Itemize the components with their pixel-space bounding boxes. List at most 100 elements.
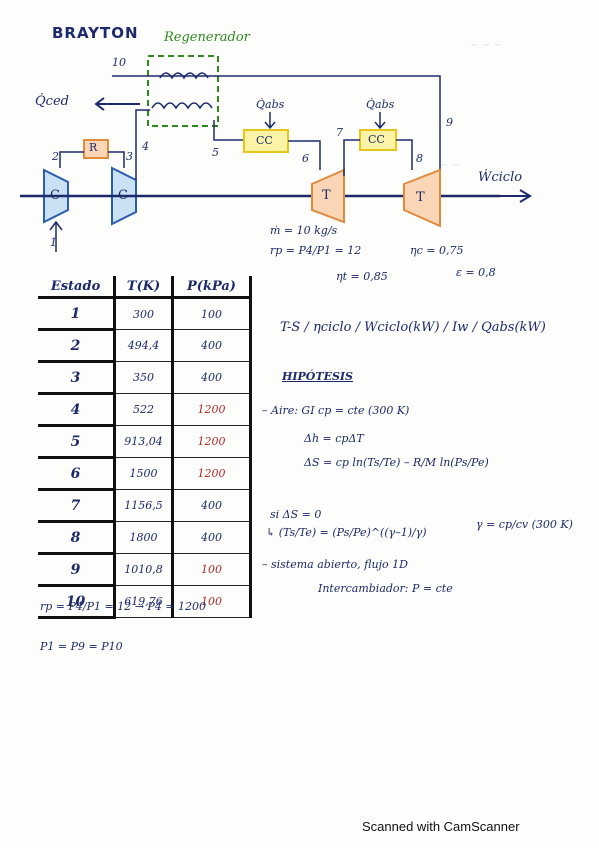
combustor-2-label: CC: [368, 133, 385, 146]
heat-absorbed-label-2: Q̇abs: [366, 98, 395, 111]
state-number: 8: [38, 521, 115, 555]
temperature-value: 1010,8: [113, 553, 173, 586]
table-row: 4 522 1200: [38, 393, 253, 427]
state-number: 6: [38, 457, 115, 491]
regenerator-coil-bottom: [151, 102, 213, 110]
pressure-value: 100: [170, 297, 253, 330]
pressure-equality-note: P1 = P9 = P10: [40, 640, 123, 653]
state-number: 9: [38, 553, 115, 587]
temperature-value: 1156,5: [113, 489, 173, 522]
flow-line-4: [135, 109, 150, 180]
column-header: T(K): [113, 276, 173, 299]
state-label: 8: [416, 152, 423, 165]
regenerator-box: [147, 55, 219, 127]
table-header-row: Estado T(K) P(kPa): [38, 276, 253, 299]
turbine-1-label: T: [322, 188, 331, 203]
regenerator-label: Regenerador: [164, 30, 250, 45]
flow-line-10: [112, 75, 441, 184]
pressure-value: 1200: [170, 457, 253, 490]
state-label: 7: [336, 126, 343, 139]
hypothesis-line: – sistema abierto, flujo 1D: [262, 558, 408, 571]
compressor-efficiency: ηc = 0,75: [410, 244, 464, 257]
intercooler-label: R: [89, 141, 98, 154]
hypothesis-line: ΔS = cp ln(Ts/Te) – R/M ln(Ps/Pe): [304, 456, 489, 469]
scanner-watermark: Scanned with CamScanner: [362, 819, 520, 834]
pressure-value: 400: [170, 521, 253, 554]
state-label: 4: [142, 140, 149, 153]
requested-quantities: T-S / ηciclo / Wciclo(kW) / Iw / Qabs(kW…: [280, 320, 546, 335]
temperature-value: 350: [113, 361, 173, 394]
state-number: 1: [38, 297, 115, 331]
state-table: Estado T(K) P(kPa) 1 300 100 2 494,4 400…: [38, 276, 253, 619]
turbine-2: [403, 168, 441, 228]
hypothesis-line: Δh = cpΔT: [304, 432, 364, 445]
state-number: 2: [38, 329, 115, 363]
intercooler-box: [83, 139, 109, 159]
hypothesis-line: – Aire: GI cp = cte (300 K): [262, 404, 410, 417]
flow-line-5: [213, 120, 244, 141]
table-row: 9 1010,8 100: [38, 553, 253, 587]
heat-out-arrow: [94, 97, 140, 111]
regenerator-coil-top: [159, 72, 209, 80]
column-header: P(kPa): [170, 276, 253, 299]
state-label: 9: [446, 116, 453, 129]
compressor-2-label: C: [118, 188, 128, 203]
table-row: 2 494,4 400: [38, 329, 253, 363]
table-row: 3 350 400: [38, 361, 253, 395]
temperature-value: 522: [113, 393, 173, 426]
table-row: 8 1800 400: [38, 521, 253, 555]
state-label: 10: [112, 56, 126, 69]
state-label: 2: [52, 150, 59, 163]
combustor-1-label: CC: [256, 134, 273, 147]
pressure-value: 1200: [170, 393, 253, 426]
temperature-value: 913,04: [113, 425, 173, 458]
hypothesis-line: γ = cp/cv (300 K): [476, 518, 573, 531]
hypothesis-line: si ΔS = 0: [270, 508, 322, 521]
table-row: 5 913,04 1200: [38, 425, 253, 459]
pressure-value: 400: [170, 361, 253, 394]
temperature-value: 300: [113, 297, 173, 330]
bleed-through-text: ~ ~: [440, 160, 460, 171]
mass-flow: ṁ = 10 kg/s: [270, 224, 338, 237]
state-number: 4: [38, 393, 115, 427]
state-label: 1: [50, 236, 57, 249]
state-number: 5: [38, 425, 115, 459]
table-row: 10 619,76 100: [38, 585, 253, 619]
turbine-2-label: T: [416, 190, 425, 205]
flow-line-7: [343, 139, 360, 176]
bleed-through-text: ~ ~ ~: [470, 40, 502, 51]
state-number: 10: [38, 585, 115, 619]
state-number: 7: [38, 489, 115, 523]
regenerator-effectiveness: ε = 0,8: [456, 266, 496, 279]
pressure-value: 100: [170, 553, 253, 586]
hypothesis-line: Intercambiador: P = cte: [318, 582, 453, 595]
brayton-cycle-diagram: [20, 55, 532, 252]
hypothesis-line: ↳ (Ts/Te) = (Ps/Pe)^((γ–1)/γ): [266, 526, 427, 539]
flow-line-8: [396, 139, 413, 170]
temperature-value: 1500: [113, 457, 173, 490]
heat-rejected-label: Q̇ced: [35, 94, 69, 109]
pressure-value: 1200: [170, 425, 253, 458]
table-row: 7 1156,5 400: [38, 489, 253, 523]
pressure-ratio: rp = P4/P1 = 12: [270, 244, 362, 257]
state-number: 3: [38, 361, 115, 395]
hypotheses-heading: HIPÓTESIS: [282, 370, 353, 383]
state-label: 6: [302, 152, 309, 165]
heat-absorbed-label-1: Q̇abs: [256, 98, 285, 111]
temperature-value: 619,76: [113, 585, 173, 618]
work-output-label: Ẇciclo: [478, 170, 523, 185]
compressor-1-label: C: [50, 188, 60, 203]
state-label: 5: [212, 146, 219, 159]
table-row: 1 300 100: [38, 297, 253, 331]
pressure-value: 400: [170, 489, 253, 522]
turbine-efficiency: ηt = 0,85: [336, 270, 388, 283]
temperature-value: 1800: [113, 521, 173, 554]
temperature-value: 494,4: [113, 329, 173, 362]
flow-line-6: [288, 140, 321, 170]
pressure-value: 100: [170, 585, 253, 618]
title: BRAYTON: [52, 24, 139, 42]
column-header: Estado: [38, 276, 115, 299]
pressure-value: 400: [170, 329, 253, 362]
turbine-1: [311, 168, 345, 224]
